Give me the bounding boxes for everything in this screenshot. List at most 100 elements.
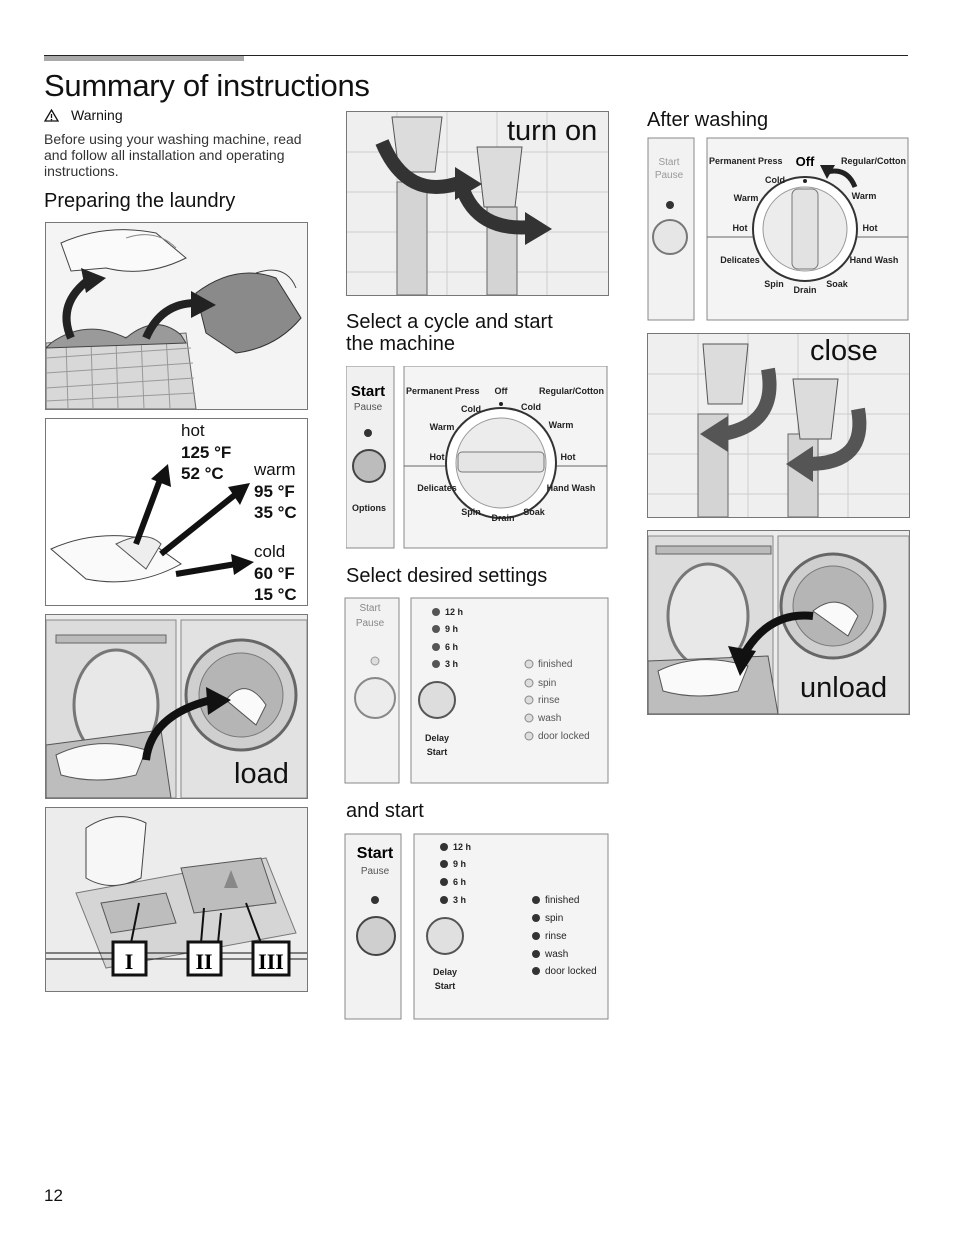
off-dial-warm-left: Warm <box>734 193 759 203</box>
start2-label: Start <box>357 845 394 862</box>
dial-hot-right: Hot <box>561 452 576 462</box>
delay-label-1: Delay <box>425 733 449 743</box>
off-dial-cold: Cold <box>765 175 785 185</box>
hour-3: 3 h <box>445 659 458 669</box>
off-dial-soak: Soak <box>826 279 849 289</box>
heading-select-cycle: Select a cycle and start the machine <box>346 311 553 355</box>
status-finished: finished <box>538 659 572 670</box>
hour2-3: 3 h <box>453 895 466 905</box>
off-dial-permanent-press: Permanent Press <box>709 156 783 166</box>
off-dial-warm-right: Warm <box>852 191 877 201</box>
temp-cold-f: 60 °F <box>254 564 295 583</box>
warning-heading: Warning <box>44 107 123 123</box>
hour2-6: 6 h <box>453 877 466 887</box>
dial-permanent-press: Permanent Press <box>406 386 480 396</box>
dial-hand-wash: Hand Wash <box>547 483 596 493</box>
dial-drain: Drain <box>491 513 514 523</box>
status-wash: wash <box>537 713 561 724</box>
illustration-load: load <box>45 614 308 799</box>
temp-cold-label: cold <box>254 542 285 561</box>
start-label: Start <box>351 383 385 400</box>
status2-spin: spin <box>545 913 563 924</box>
heading-select-cycle-line1: Select a cycle and start <box>346 311 553 333</box>
illustration-unload: unload <box>647 530 910 715</box>
unload-label: unload <box>800 672 887 704</box>
temp-warm-label: warm <box>253 460 296 479</box>
header-accent-bar <box>44 56 244 61</box>
close-label: close <box>810 335 878 367</box>
compartment-1-label: I <box>125 949 134 974</box>
control-panel-cycle: Start Pause Options Permanent Press Off … <box>345 365 608 549</box>
dial-warm-left: Warm <box>430 422 455 432</box>
control-panel-off: Start Pause Permanent Press Off Regular/… <box>647 137 909 321</box>
temp-hot-c: 52 °C <box>181 464 224 483</box>
dial-regular-cotton: Regular/Cotton <box>539 386 604 396</box>
hour-6: 6 h <box>445 642 458 652</box>
dial-spin: Spin <box>461 507 481 517</box>
settings-start-button[interactable] <box>354 677 396 719</box>
off-dial-hand-wash: Hand Wash <box>850 255 899 265</box>
delay2-label-2: Start <box>435 981 456 991</box>
temp-hot-f: 125 °F <box>181 443 231 462</box>
dial-off: Off <box>495 386 509 396</box>
settings-pause-label: Pause <box>356 618 385 629</box>
hour-9: 9 h <box>445 624 458 634</box>
warning-triangle-icon <box>44 108 59 122</box>
delay-start-button-2[interactable] <box>426 917 464 955</box>
status-spin: spin <box>538 678 556 689</box>
heading-preparing: Preparing the laundry <box>44 190 236 212</box>
illustration-sorting-laundry <box>45 222 308 410</box>
compartment-2-label: II <box>195 949 212 974</box>
dial-cold-right: Cold <box>521 402 541 412</box>
heading-select-settings: Select desired settings <box>346 565 548 587</box>
delay2-label-1: Delay <box>433 967 457 977</box>
compartment-3-label: III <box>258 949 284 974</box>
dial-soak: Soak <box>523 507 546 517</box>
off-dial-regular-cotton: Regular/Cotton <box>841 156 906 166</box>
illustration-temperature-sorting: hot 125 °F 52 °C warm 95 °F 35 °C cold 6… <box>45 418 308 606</box>
status2-wash: wash <box>544 949 568 960</box>
delay-label-2: Start <box>427 747 448 757</box>
header-rule <box>44 55 908 56</box>
temp-warm-f: 95 °F <box>254 482 295 501</box>
load-label: load <box>234 758 289 790</box>
off-dial-delicates: Delicates <box>720 255 760 265</box>
illustration-detergent-dispenser: I II III <box>45 807 308 992</box>
warning-label: Warning <box>71 107 123 123</box>
temp-warm-c: 35 °C <box>254 503 297 522</box>
off-dial-spin: Spin <box>764 279 784 289</box>
dial-warm-right: Warm <box>549 420 574 430</box>
off-start-button[interactable] <box>652 219 688 255</box>
dial-delicates: Delicates <box>417 483 457 493</box>
status-door-locked: door locked <box>538 731 590 742</box>
status2-finished: finished <box>545 895 579 906</box>
status2-door-locked: door locked <box>545 966 597 977</box>
illustration-close: close <box>647 333 910 518</box>
heading-after-washing: After washing <box>647 109 769 131</box>
off-dial-off: Off <box>796 154 815 169</box>
temp-cold-c: 15 °C <box>254 585 297 604</box>
turn-on-label: turn on <box>507 115 597 147</box>
control-panel-start: Start Pause Delay Start 12 h 9 h 6 h 3 h… <box>344 833 609 1020</box>
start-button[interactable] <box>356 916 396 956</box>
dial-hot-left: Hot <box>430 452 445 462</box>
control-panel-settings: Start Pause Delay Start 12 h 9 h 6 h 3 h… <box>344 597 609 784</box>
pause2-label: Pause <box>361 866 390 877</box>
heading-and-start: and start <box>346 800 424 822</box>
settings-start-label: Start <box>359 603 380 614</box>
page-number: 12 <box>44 1186 63 1205</box>
dial-cold-left: Cold <box>461 404 481 414</box>
delay-start-button[interactable] <box>418 681 456 719</box>
off-dial-drain: Drain <box>793 285 816 295</box>
page-title: Summary of instructions <box>44 68 370 103</box>
warning-text: Before using your washing machine, read … <box>44 131 302 179</box>
hour2-9: 9 h <box>453 859 466 869</box>
temp-hot-label: hot <box>181 421 205 440</box>
illustration-turn-on: turn on <box>346 111 609 296</box>
status2-rinse: rinse <box>545 931 567 942</box>
status-rinse: rinse <box>538 695 560 706</box>
heading-select-cycle-line2: the machine <box>346 333 455 355</box>
off-dial-hot-right: Hot <box>863 223 878 233</box>
start-pause-button[interactable] <box>352 449 386 483</box>
hour2-12: 12 h <box>453 842 471 852</box>
